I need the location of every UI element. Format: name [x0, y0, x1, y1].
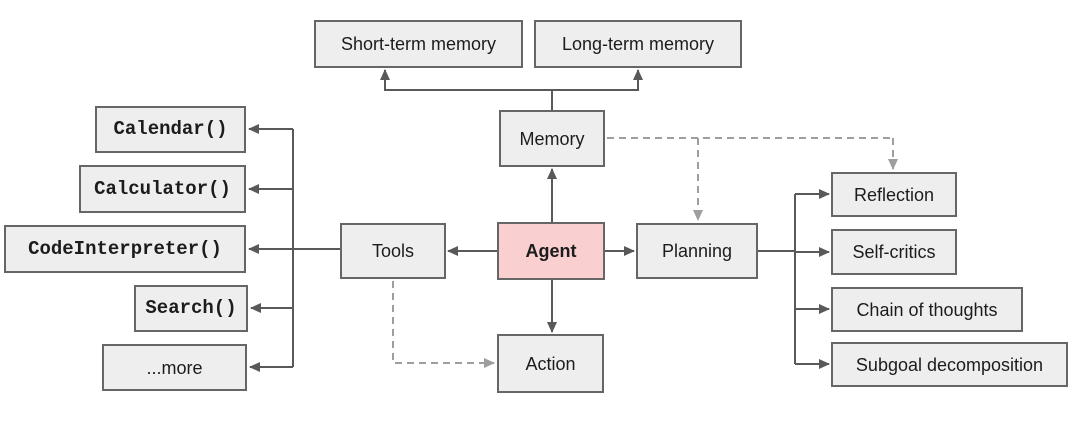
long-term-memory-label: Long-term memory: [561, 34, 715, 54]
node-planning: Planning: [636, 223, 758, 279]
solid-arrows: [248, 69, 830, 372]
calculator-label: Calculator(): [94, 177, 231, 200]
agent-label: Agent: [525, 241, 577, 261]
node-calendar: Calendar(): [95, 106, 246, 153]
dashed-connectors: [392, 137, 898, 368]
chain-of-thoughts-label: Chain of thoughts: [856, 299, 998, 320]
short-term-memory-label: Short-term memory: [340, 34, 497, 54]
node-reflection: Reflection: [831, 172, 957, 217]
node-action: Action: [497, 334, 604, 393]
planning-label: Planning: [661, 241, 733, 261]
node-memory: Memory: [499, 110, 605, 167]
tools-label: Tools: [371, 241, 415, 261]
memory-label: Memory: [519, 128, 585, 149]
subgoal-decomposition-label: Subgoal decomposition: [855, 354, 1044, 375]
reflection-label: Reflection: [853, 184, 935, 205]
node-tools: Tools: [340, 223, 446, 279]
node-search: Search(): [134, 285, 248, 332]
node-subgoal-decomposition: Subgoal decomposition: [831, 342, 1068, 387]
node-agent: Agent: [497, 222, 605, 280]
self-critics-label: Self-critics: [852, 242, 936, 262]
search-label: Search(): [145, 297, 237, 319]
code-interpreter-label: CodeInterpreter(): [28, 237, 222, 260]
node-long-term-memory: Long-term memory: [534, 20, 742, 68]
calendar-label: Calendar(): [113, 118, 228, 140]
action-label: Action: [525, 353, 576, 374]
node-calculator: Calculator(): [79, 165, 246, 213]
node-self-critics: Self-critics: [831, 229, 957, 275]
node-code-interpreter: CodeInterpreter(): [4, 225, 246, 273]
more-label: ...more: [146, 357, 203, 378]
solid-trunks: [292, 129, 796, 367]
node-chain-of-thoughts: Chain of thoughts: [831, 287, 1023, 332]
node-short-term-memory: Short-term memory: [314, 20, 523, 68]
node-more: ...more: [102, 344, 247, 391]
